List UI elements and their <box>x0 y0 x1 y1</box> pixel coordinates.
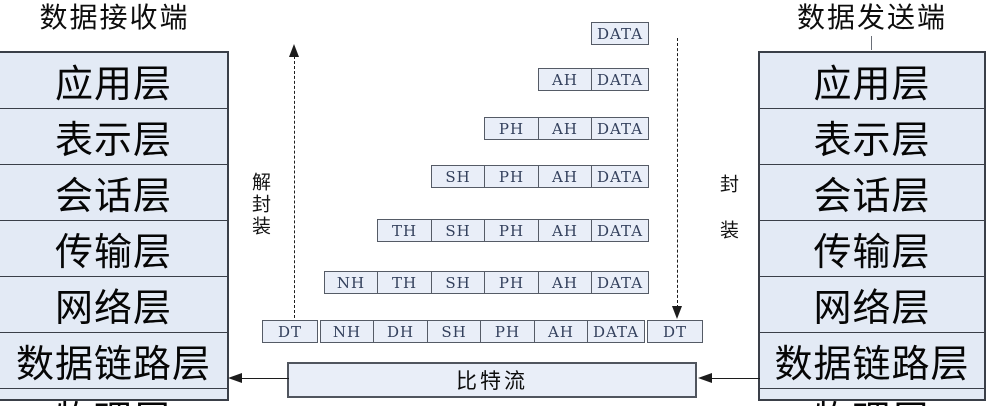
encap-cell: AH <box>533 320 589 343</box>
receiver-layer-network: 网络层 <box>0 276 227 332</box>
bitstream-box: 比特流 <box>287 362 697 398</box>
encap-cell: PH <box>484 271 539 294</box>
sender-layer-datalink: 数据链路层 <box>760 332 984 388</box>
receiver-layer-application: 应用层 <box>54 62 172 106</box>
receiver-stack: 应用层 表示层 会话层 传输层 网络层 数据链路层 物理层 <box>0 51 229 406</box>
encap-cell: NH <box>319 320 375 343</box>
sender-layer-application: 应用层 <box>813 62 931 106</box>
sender-layer-transport: 传输层 <box>760 220 984 276</box>
encap-cell: AH <box>537 165 593 188</box>
sender-layer-presentation: 表示层 <box>760 108 984 164</box>
sender-stack: 应用层 表示层 会话层 传输层 网络层 数据链路层 物理层 <box>758 51 986 406</box>
encap-cell: AH <box>537 219 593 242</box>
receiver-layer-presentation: 表示层 <box>0 108 227 164</box>
sender-layer-network: 网络层 <box>760 276 984 332</box>
sender-title-tick <box>871 36 872 50</box>
decapsulation-arrowhead-icon <box>289 44 299 57</box>
encap-cell: AH <box>537 271 593 294</box>
encapsulation-arrowhead-icon <box>672 306 682 319</box>
sender-to-bitstream-line <box>710 378 760 379</box>
encap-cell: DATA <box>591 117 649 140</box>
encap-cell: TH <box>377 219 432 242</box>
encap-cell: SH <box>430 271 486 294</box>
encap-cell: PH <box>480 320 535 343</box>
bitstream-to-receiver-line <box>240 378 289 379</box>
encap-cell: AH <box>537 117 593 140</box>
encap-cell: DATA <box>591 68 649 91</box>
bitstream-label: 比特流 <box>456 369 528 393</box>
encap-cell: AH <box>537 68 593 91</box>
decapsulation-dashed-line <box>294 56 295 318</box>
encap-cell: DT <box>647 320 703 343</box>
decapsulation-label: 解封装 <box>249 172 271 238</box>
bitstream-to-receiver-arrowhead-icon <box>228 373 242 383</box>
receiver-layer-session: 会话层 <box>0 164 227 220</box>
receiver-layer-datalink: 数据链路层 <box>0 332 227 388</box>
sender-title: 数据发送端 <box>796 1 947 34</box>
encap-cell: DATA <box>591 219 649 242</box>
encap-cell: DATA <box>591 271 649 294</box>
encapsulation-row: DATA <box>591 22 649 45</box>
encap-cell: DT <box>262 320 318 343</box>
sender-to-bitstream-arrowhead-icon <box>698 373 712 383</box>
sender-layer-physical: 物理层 <box>760 388 984 406</box>
encap-cell: SH <box>430 165 486 188</box>
encapsulation-label: 封装 <box>717 174 739 266</box>
encap-cell: NH <box>323 271 379 294</box>
receiver-layer-transport: 传输层 <box>0 220 227 276</box>
encap-cell: PH <box>484 219 539 242</box>
encap-cell: SH <box>426 320 482 343</box>
receiver-title: 数据接收端 <box>39 1 190 34</box>
encap-cell: PH <box>484 117 539 140</box>
encap-cell: TH <box>377 271 432 294</box>
encap-cell: PH <box>484 165 539 188</box>
encap-cell: DATA <box>591 165 649 188</box>
encap-cell: SH <box>430 219 486 242</box>
receiver-layer-physical: 物理层 <box>0 388 227 406</box>
sender-layer-session: 会话层 <box>760 164 984 220</box>
encapsulation-dashed-line <box>677 38 678 308</box>
encap-cell: DATA <box>587 320 645 343</box>
encap-cell: DATA <box>591 22 649 45</box>
encap-cell: DH <box>373 320 428 343</box>
